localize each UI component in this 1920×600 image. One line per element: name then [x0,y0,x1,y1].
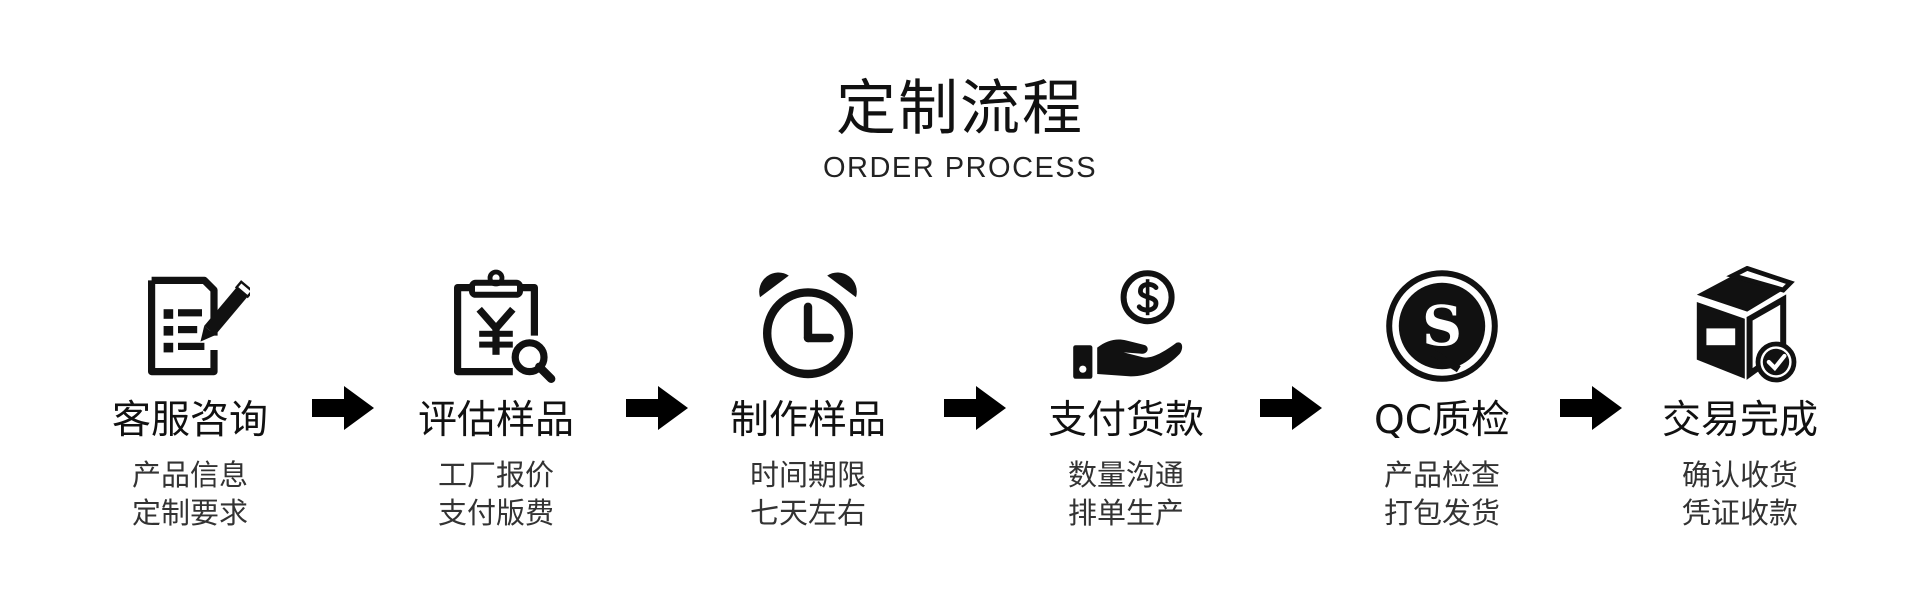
step-desc-line: 产品检查 [1383,458,1500,492]
page-subtitle: ORDER PROCESS [822,152,1098,184]
alarm-clock-icon [759,272,857,379]
process-step-complete: 交易完成 确认收货 凭证收款 [1640,266,1840,532]
arrow-right-icon [626,386,688,430]
step-desc-line: 排单生产 [1067,496,1184,530]
process-step-evaluation: 评估样品 工厂报价 支付版费 [396,266,596,532]
step-desc-line: 七天左右 [749,496,866,530]
step-title: 支付货款 [1047,398,1204,443]
step-title: QC质检 [1374,398,1510,443]
process-step-consultation: 客服咨询 产品信息 定制要求 [90,266,290,532]
step-desc-line: 打包发货 [1383,496,1500,530]
hand-coin-icon [1073,270,1183,379]
step-desc-line: 支付版费 [437,496,554,530]
process-step-payment: 支付货款 数量沟通 排单生产 [1026,266,1226,532]
step-title: 客服咨询 [111,398,268,443]
clipboard-yen-search-icon [454,269,556,383]
arrow-right-icon [1560,386,1622,430]
step-desc-line: 产品信息 [131,458,248,492]
step-desc-line: 凭证收款 [1681,496,1798,530]
page-title: 定制流程 [836,74,1084,144]
quality-seal-icon: S [1386,270,1498,382]
box-check-icon [1696,266,1797,383]
step-desc-line: 工厂报价 [437,458,554,492]
svg-text:S: S [1422,294,1462,359]
step-desc-line: 定制要求 [131,496,248,530]
arrow-right-icon [312,386,374,430]
arrow-right-icon [1260,386,1322,430]
process-step-qc: S QC质检 产品检查 打包发货 [1342,266,1542,532]
step-title: 制作样品 [729,398,886,443]
step-title: 评估样品 [417,398,574,443]
step-title: 交易完成 [1661,398,1818,443]
document-edit-icon [148,276,250,376]
step-desc-line: 时间期限 [749,458,866,492]
process-step-sample: 制作样品 时间期限 七天左右 [708,266,908,532]
arrow-right-icon [944,386,1006,430]
step-desc-line: 数量沟通 [1067,458,1184,492]
step-desc-line: 确认收货 [1681,458,1798,492]
